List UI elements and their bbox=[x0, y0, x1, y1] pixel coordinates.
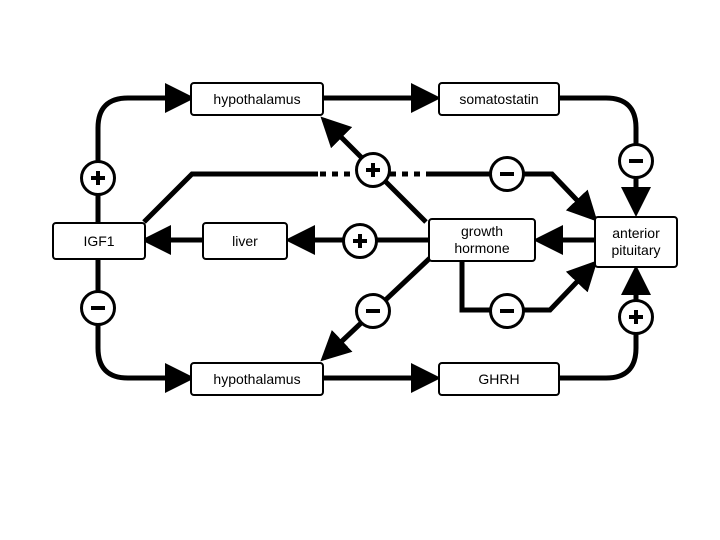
node-ghrh: GHRH bbox=[438, 362, 560, 396]
sign-igf1-to-pituitary-dotted bbox=[355, 152, 391, 188]
sign-gh-to-hypothalamus-bottom bbox=[355, 293, 391, 329]
sign-ghrh-to-pituitary bbox=[618, 299, 654, 335]
sign-gh-to-liver bbox=[342, 223, 378, 259]
node-growth-hormone: growth hormone bbox=[428, 218, 536, 262]
node-hypothalamus-bottom: hypothalamus bbox=[190, 362, 324, 396]
node-hypothalamus-top: hypothalamus bbox=[190, 82, 324, 116]
connector-igf1-to-hypothalamus-bottom bbox=[95, 258, 195, 393]
connector-gh-short-loop bbox=[459, 260, 598, 313]
node-anterior-pituitary-line-1: anterior bbox=[612, 225, 660, 241]
node-anterior-pituitary-line-2: pituitary bbox=[611, 242, 661, 258]
node-growth-hormone-line-2: hormone bbox=[454, 240, 510, 256]
sign-igf1-to-pituitary bbox=[489, 156, 525, 192]
sign-igf1-to-hypothalamus-top bbox=[80, 160, 116, 196]
sign-igf1-to-hypothalamus-bottom bbox=[80, 290, 116, 326]
connector-igf1-to-hypothalamus-top bbox=[95, 83, 195, 222]
connector-igf1-feedback-upper bbox=[142, 171, 318, 224]
node-anterior-pituitary: anterior pituitary bbox=[594, 216, 678, 268]
sign-gh-to-pituitary bbox=[489, 293, 525, 329]
connector-ghrh-to-pituitary bbox=[560, 265, 651, 381]
node-igf1: IGF1 bbox=[52, 222, 146, 260]
node-liver: liver bbox=[202, 222, 288, 260]
connector-upper-to-pituitary bbox=[430, 171, 598, 222]
node-growth-hormone-line-1: growth bbox=[460, 223, 504, 239]
connector-somatostatin-to-pituitary bbox=[560, 95, 651, 217]
node-somatostatin: somatostatin bbox=[438, 82, 560, 116]
sign-somatostatin-to-pituitary bbox=[618, 143, 654, 179]
